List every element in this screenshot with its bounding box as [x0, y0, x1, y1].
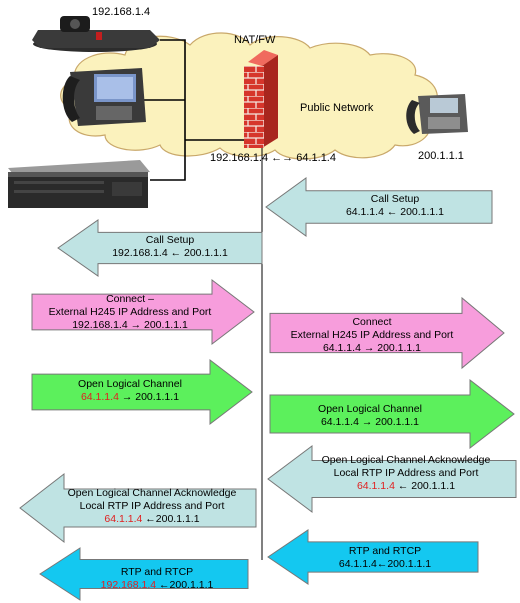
left-rtp-text: RTP and RTCP 192.168.1.4 ←200.1.1.1 [72, 566, 242, 592]
right-rtp-route: 64.1.1.4←200.1.1.1 [338, 558, 432, 570]
right-call-setup-route: 64.1.1.4 ← 200.1.1.1 [345, 206, 445, 218]
left-connect-route: 192.168.1.4 → 200.1.1.1 [72, 319, 188, 331]
right-connect-arrow [269, 296, 505, 370]
left-connect-title: Connect – [106, 293, 154, 305]
left-rtp-route: 192.168.1.4 ←200.1.1.1 [72, 579, 242, 592]
message-arrows [19, 177, 517, 601]
left-call-setup-text: Call Setup 192.168.1.4 ← 200.1.1.1 [80, 234, 260, 260]
left-olc-ack-route-rest: ←200.1.1.1 [142, 513, 200, 525]
left-call-setup-route: 192.168.1.4 ← 200.1.1.1 [112, 247, 228, 259]
left-olc-ack-translated-ip: 64.1.1.4 [104, 513, 143, 525]
right-olc-ack-route: 64.1.1.4 ← 200.1.1.1 [306, 480, 506, 493]
left-olc-arrow [31, 358, 253, 426]
connection-lines [140, 39, 245, 181]
right-connect-title: Connect [352, 316, 392, 328]
left-olc-ack-route: 64.1.1.4 ←200.1.1.1 [52, 513, 252, 526]
left-call-setup-title: Call Setup [145, 234, 195, 246]
right-rtp-text: RTP and RTCP 64.1.1.4←200.1.1.1 [300, 545, 470, 571]
ip-phone-icon [406, 94, 468, 134]
right-rtp-arrow [267, 529, 479, 585]
right-host-ip-label: 200.1.1.1 [418, 150, 464, 162]
right-call-setup-arrow [265, 177, 493, 237]
left-olc-ack-text: Open Logical Channel Acknowledge Local R… [52, 487, 252, 526]
left-rtp-translated-ip: 192.168.1.4 [100, 579, 157, 591]
right-connect-route: 64.1.1.4 → 200.1.1.1 [322, 342, 422, 354]
right-olc-ack-route-rest: ← 200.1.1.1 [394, 480, 456, 492]
left-connect-text: Connect – External H245 IP Address and P… [30, 293, 230, 332]
video-conference-unit-icon [32, 16, 160, 52]
right-olc-ack-title: Open Logical Channel Acknowledge [321, 454, 491, 466]
right-connect-text: Connect External H245 IP Address and Por… [272, 316, 472, 355]
left-rtp-arrow [39, 547, 249, 601]
rack-server-icon [8, 160, 150, 208]
right-olc-text: Open Logical Channel 64.1.1.4 → 200.1.1.… [280, 403, 460, 429]
right-olc-title: Open Logical Channel [318, 403, 422, 415]
left-host-ip-label: 192.168.1.4 [92, 6, 151, 18]
left-olc-ack-title: Open Logical Channel Acknowledge [67, 487, 237, 499]
right-call-setup-text: Call Setup 64.1.1.4 ← 200.1.1.1 [300, 193, 490, 219]
left-olc-ack-detail: Local RTP IP Address and Port [79, 500, 225, 512]
left-olc-route: 64.1.1.4 → 200.1.1.1 [40, 391, 220, 404]
right-rtp-title: RTP and RTCP [348, 545, 422, 557]
nat-mapping-label: 192.168.1.4 ←→ 64.1.1.4 [210, 152, 336, 164]
left-olc-translated-ip: 64.1.1.4 [80, 391, 119, 403]
left-olc-title: Open Logical Channel [78, 378, 182, 390]
left-rtp-title: RTP and RTCP [120, 566, 194, 578]
firewall-label: NAT/FW [234, 34, 276, 46]
brick-firewall-icon [244, 50, 278, 148]
right-olc-ack-arrow [267, 445, 517, 513]
right-olc-arrow [269, 378, 515, 450]
right-olc-ack-translated-ip: 64.1.1.4 [356, 480, 395, 492]
left-call-setup-arrow [57, 219, 263, 277]
right-olc-ack-detail: Local RTP IP Address and Port [333, 467, 479, 479]
left-connect-arrow [31, 278, 255, 346]
left-olc-route-rest: → 200.1.1.1 [118, 391, 180, 403]
ip-phone-color-icon [62, 68, 146, 126]
right-olc-ack-text: Open Logical Channel Acknowledge Local R… [306, 454, 506, 493]
left-olc-text: Open Logical Channel 64.1.1.4 → 200.1.1.… [40, 378, 220, 404]
left-rtp-route-rest: ←200.1.1.1 [156, 579, 214, 591]
public-network-label: Public Network [300, 102, 374, 114]
right-call-setup-title: Call Setup [370, 193, 420, 205]
right-connect-detail: External H245 IP Address and Port [290, 329, 454, 341]
left-connect-detail: External H245 IP Address and Port [48, 306, 212, 318]
right-olc-route: 64.1.1.4 → 200.1.1.1 [320, 416, 420, 428]
left-olc-ack-arrow [19, 472, 257, 544]
